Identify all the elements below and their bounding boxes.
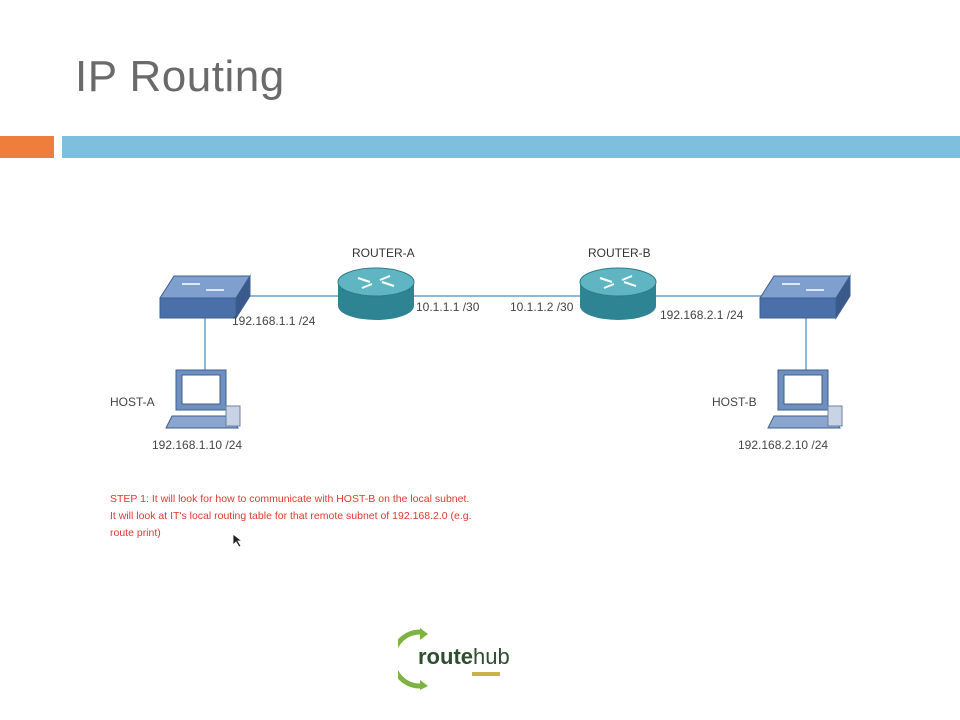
router-b-link-ip: 10.1.1.2 /30 <box>510 300 574 314</box>
logo-word-route: route <box>418 644 473 669</box>
step-line-3: route print) <box>110 527 161 539</box>
host-b-label: HOST-B <box>712 395 757 409</box>
computer-icon <box>767 369 843 429</box>
switch-a-ip: 192.168.1.1 /24 <box>232 314 316 328</box>
host-a-label: HOST-A <box>110 395 155 409</box>
host-a-ip: 192.168.1.10 /24 <box>152 438 243 452</box>
accent-bar-orange <box>0 136 54 158</box>
slide-title: IP Routing <box>75 52 285 101</box>
logo-word-hub: hub <box>473 644 510 669</box>
computer-icon <box>165 369 241 429</box>
logo-mark-icon <box>398 628 500 690</box>
accent-bar-blue <box>62 136 960 158</box>
step-line-1: STEP 1: It will look for how to communic… <box>110 493 470 505</box>
switch-icon <box>159 274 251 320</box>
host-b-ip: 192.168.2.10 /24 <box>738 438 829 452</box>
router-b-label: ROUTER-B <box>588 246 651 260</box>
router-icon <box>337 267 415 320</box>
step-description: STEP 1: It will look for how to communic… <box>110 491 610 542</box>
switch-icon <box>759 274 851 320</box>
router-a-label: ROUTER-A <box>352 246 415 260</box>
mouse-cursor-icon <box>232 533 244 548</box>
switch-b-ip: 192.168.2.1 /24 <box>660 308 744 322</box>
router-icon <box>579 267 657 320</box>
logo-wordmark: routehub <box>418 644 510 670</box>
router-a-link-ip: 10.1.1.1 /30 <box>416 300 480 314</box>
routehub-logo: routehub <box>398 628 528 690</box>
step-line-2: It will look at IT's local routing table… <box>110 510 472 522</box>
